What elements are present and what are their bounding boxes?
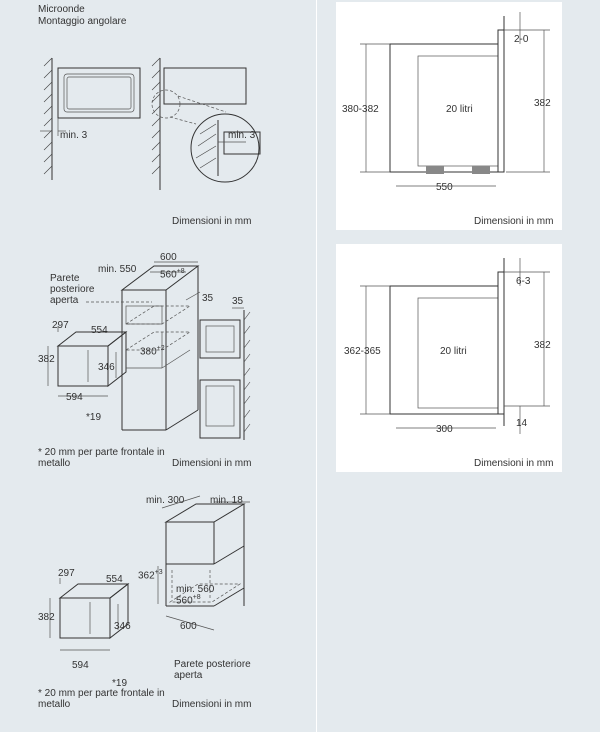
min-gap-label: min. 3 (60, 130, 88, 141)
niche-height-range-1: 380-382 (342, 104, 379, 115)
appliance-inner-height-1: 346 (98, 362, 115, 373)
depth-1: 550 (436, 182, 453, 193)
volume-label-1: 20 litri (446, 104, 473, 115)
side-view-drawing-2 (360, 258, 550, 434)
depth-2: 300 (436, 424, 453, 435)
top-gap-2: 6-3 (516, 276, 531, 287)
tall-back-gap: 35 (202, 293, 214, 304)
wall-cabinet-depth: 600 (180, 621, 197, 632)
appliance-front-width-2: 594 (72, 660, 89, 671)
units-caption-4: Dimensioni in mm (474, 216, 554, 227)
wall-niche-width: min. 560 (176, 584, 215, 595)
tall-unit-diagram (47, 261, 251, 440)
units-caption-2: Dimensioni in mm (172, 458, 252, 469)
units-caption-5: Dimensioni in mm (474, 458, 554, 469)
device-height-2: 382 (534, 340, 551, 351)
tall-niche-width: 560+8 (160, 268, 185, 281)
side-view-drawing-1 (360, 12, 550, 187)
wall-niche-height: 362+3 (138, 569, 163, 582)
appliance-inner-height-2: 346 (114, 621, 131, 632)
open-back-label-2: Parete posteriore aperta (174, 659, 251, 681)
mounting-type-title: Montaggio angolare (38, 16, 127, 27)
wall-unit-diagram (49, 495, 250, 651)
appliance-depth-1: 297 (52, 320, 69, 331)
product-type-title: Microonde (38, 4, 85, 15)
appliance-height-1: 382 (38, 354, 55, 365)
min-gap-detail-label: min. 3 (228, 130, 256, 141)
appliance-front-panel-1: *19 (86, 412, 102, 423)
top-gap-1: 2-0 (514, 34, 529, 45)
footnote-2: * 20 mm per parte frontale in metallo (38, 688, 165, 710)
volume-label-2: 20 litri (440, 346, 467, 357)
units-caption-3: Dimensioni in mm (172, 699, 252, 710)
footnote-1: * 20 mm per parte frontale in metallo (38, 447, 165, 469)
wall-niche-width-tol-row: 560+8 (176, 594, 201, 607)
units-caption-1: Dimensioni in mm (172, 216, 252, 227)
side-view-panel-1: 380-382 20 litri 382 2-0 550 Dimensioni … (336, 2, 562, 230)
appliance-width-2: 554 (106, 574, 123, 585)
wall-min-top: min. 18 (210, 495, 243, 506)
corner-install-diagram (40, 57, 261, 190)
tall-min-width: min. 550 (98, 264, 137, 275)
appliance-depth-2: 297 (58, 568, 75, 579)
wall-min-depth: min. 300 (146, 495, 185, 506)
column-divider (316, 0, 317, 732)
side-view-panel-2: 362-365 20 litri 382 6-3 14 300 Dimensio… (336, 244, 562, 472)
appliance-width-1: 554 (91, 325, 108, 336)
open-back-label-1: Parete posteriore aperta (50, 273, 95, 306)
appliance-front-panel-2: *19 (112, 678, 128, 689)
tall-back-gap-side: 35 (232, 296, 244, 307)
appliance-height-2: 382 (38, 612, 55, 623)
appliance-front-width-1: 594 (66, 392, 83, 403)
tall-cabinet-depth: 600 (160, 252, 177, 263)
tall-niche-height: 380+2 (140, 345, 165, 358)
niche-height-range-2: 362-365 (344, 346, 381, 357)
bottom-offset-2: 14 (516, 418, 528, 429)
device-height-1: 382 (534, 98, 551, 109)
